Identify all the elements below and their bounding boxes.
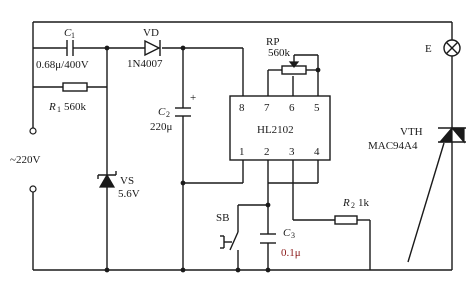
- r2-value: 1k: [358, 197, 370, 209]
- junction-dot: [180, 45, 186, 51]
- capacitor-c3: C 3 0.1μ: [260, 227, 301, 259]
- ic-name: HL2102: [257, 124, 294, 136]
- vth-name: VTH: [400, 126, 423, 138]
- r1-sub: 1: [57, 105, 61, 114]
- junction-dots: [104, 45, 321, 273]
- capacitor-c2: + C 2 220μ: [150, 92, 196, 133]
- vth-part: MAC94A4: [368, 140, 418, 152]
- zener-vs: VS 5.6V: [97, 171, 140, 200]
- potentiometer-rp: RP 560k: [266, 36, 307, 75]
- lamp-e: E: [425, 39, 461, 57]
- rp-value: 560k: [268, 47, 291, 59]
- junction-dot: [265, 202, 271, 208]
- supply-label: ~220V: [10, 154, 40, 166]
- c3-value: 0.1μ: [281, 247, 301, 259]
- ic-pin-2: 2: [264, 146, 270, 158]
- junction-dot: [104, 267, 110, 273]
- sb-blade: [229, 231, 239, 251]
- junction-dot: [180, 267, 186, 273]
- vd-name: VD: [143, 27, 159, 39]
- ic-pin-5: 5: [314, 102, 320, 114]
- ic-pin-7: 7: [264, 102, 270, 114]
- switch-sb: SB: [216, 212, 239, 251]
- r2-sub: 2: [351, 201, 355, 210]
- triac-vth: VTH MAC94A4: [368, 112, 466, 158]
- junction-dot: [265, 267, 271, 273]
- ic-pin-8: 8: [239, 102, 245, 114]
- ic-pin-4: 4: [314, 146, 320, 158]
- vs-value: 5.6V: [118, 188, 140, 200]
- vth-gate-lead: [407, 142, 445, 263]
- r2-letter: R: [342, 197, 350, 209]
- r1-letter: R: [48, 101, 56, 113]
- junction-dot: [315, 67, 321, 73]
- c2-sub: 2: [166, 110, 170, 119]
- lamp-name: E: [425, 43, 432, 55]
- junction-dot: [104, 45, 110, 51]
- sb-name: SB: [216, 212, 229, 224]
- vs-triangle: [98, 173, 116, 188]
- r2-body: [334, 215, 358, 225]
- vs-name: VS: [120, 175, 134, 187]
- wiring: [32, 21, 453, 271]
- c2-polarity: +: [190, 92, 196, 104]
- lamp-cross-b: [445, 41, 459, 55]
- ic-hl2102: 8 7 6 5 HL2102 1 2 3 4: [229, 95, 331, 161]
- r1-value: 560k: [64, 101, 87, 113]
- resistor-r2: R 2 1k: [334, 197, 370, 225]
- ic-pin-1: 1: [239, 146, 245, 158]
- capacitor-c1: C 1 0.68μ/400V: [36, 27, 89, 71]
- c2-letter: C: [158, 106, 166, 118]
- supply-terminal-top: [29, 127, 37, 135]
- ac-supply: ~220V: [10, 127, 40, 193]
- c1-letter: C: [64, 27, 72, 39]
- diode-vd: VD 1N4007: [127, 27, 163, 70]
- ic-body: [229, 95, 331, 161]
- c2-value: 220μ: [150, 121, 173, 133]
- resistor-r1: R 1 560k: [48, 82, 88, 114]
- junction-dot: [180, 180, 186, 186]
- r1-body: [62, 82, 88, 92]
- c3-sub: 3: [291, 231, 295, 240]
- c3-letter: C: [283, 227, 291, 239]
- vd-triangle: [144, 39, 161, 57]
- supply-terminal-bottom: [29, 185, 37, 193]
- vd-part: 1N4007: [127, 58, 163, 70]
- ic-pin-3: 3: [289, 146, 295, 158]
- c1-value: 0.68μ/400V: [36, 59, 89, 71]
- vth-triangle-right: [450, 127, 465, 144]
- rp-wiper-arrow: [288, 61, 300, 68]
- ic-pin-6: 6: [289, 102, 295, 114]
- rp-name: RP: [266, 36, 279, 48]
- vth-triangle-left: [438, 126, 453, 143]
- c1-sub: 1: [71, 31, 75, 40]
- junction-dot: [235, 267, 241, 273]
